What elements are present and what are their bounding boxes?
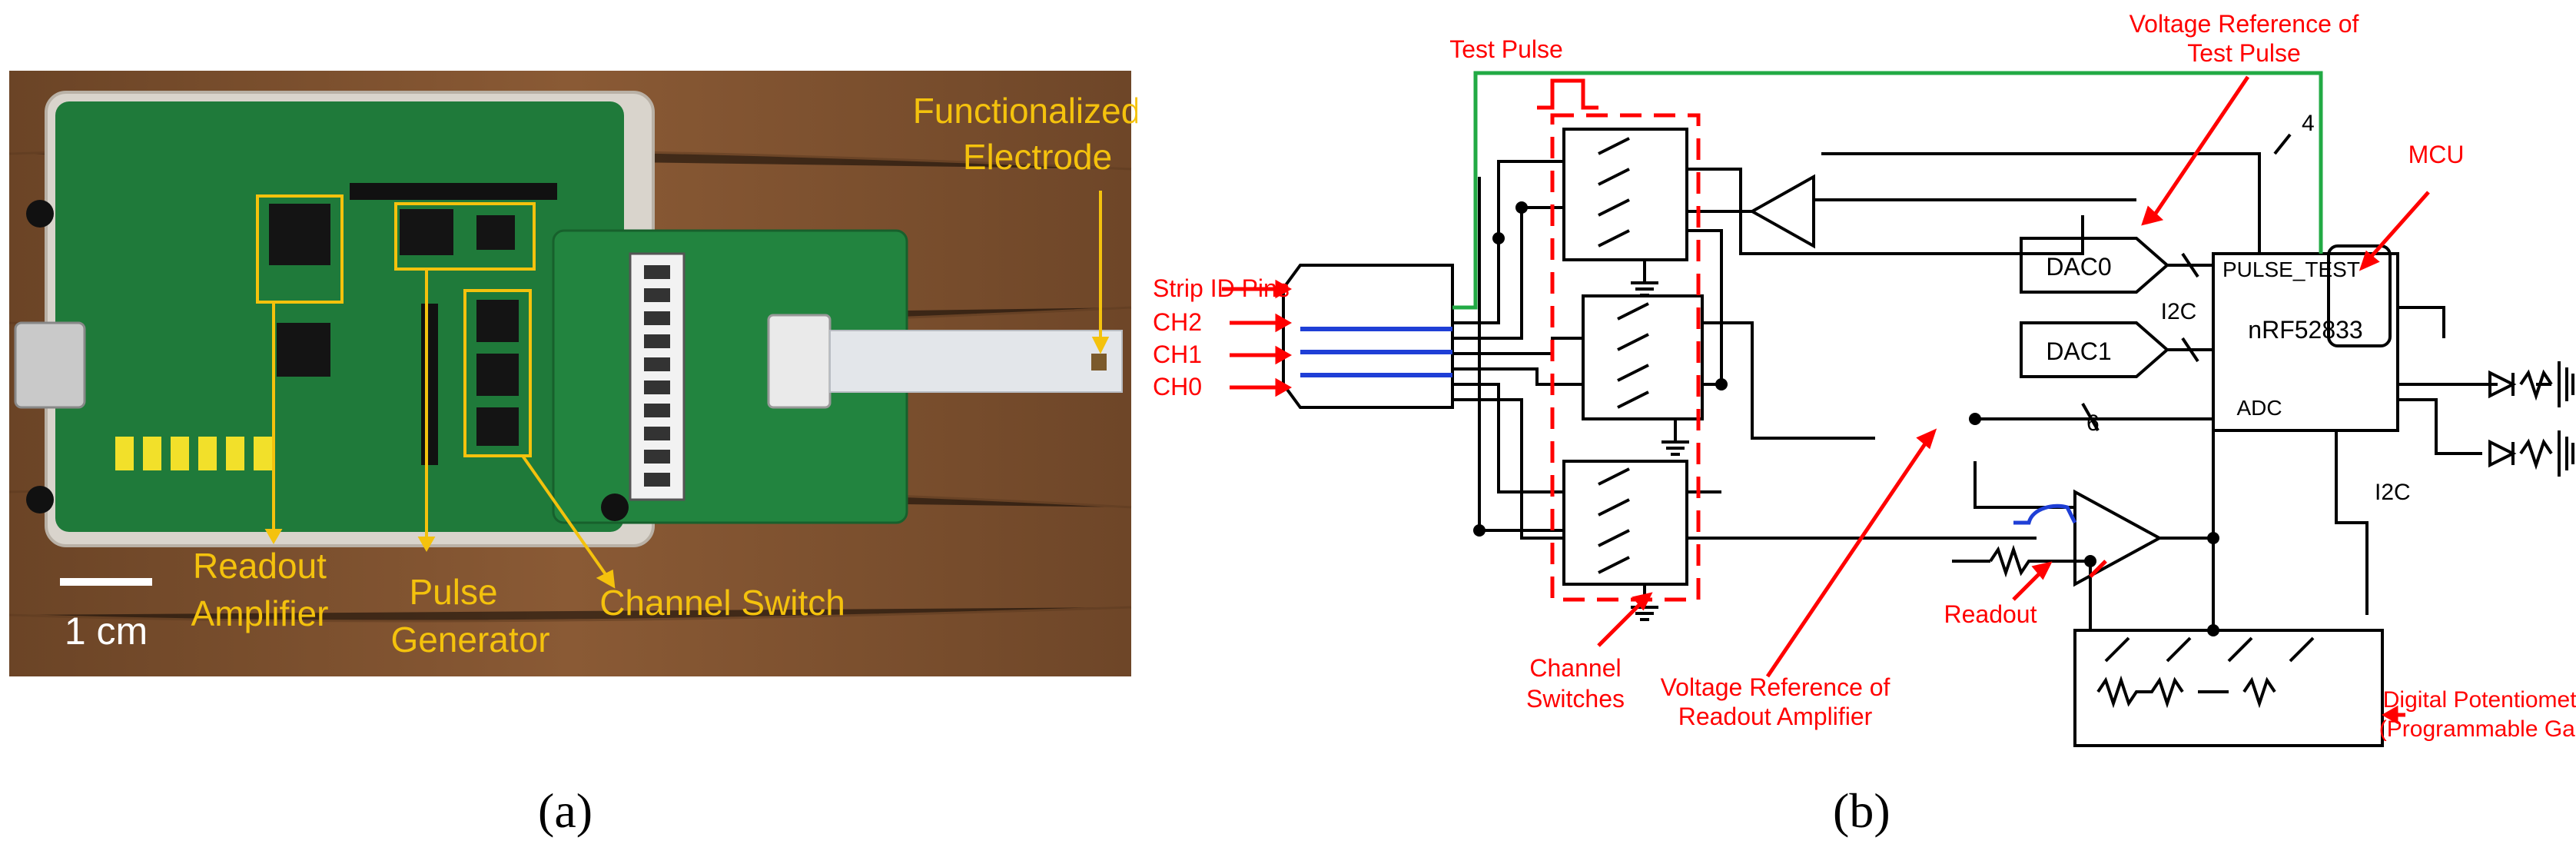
electrode-tip (1091, 354, 1107, 371)
test-strip (829, 330, 1123, 393)
header-mid (421, 304, 438, 465)
panel-a-label: (a) (538, 783, 593, 838)
vref-readout-label-1: Voltage Reference of (1661, 673, 1891, 701)
scale-bar (60, 578, 152, 586)
vref-readout-label-2: Readout Amplifier (1678, 703, 1873, 730)
strip-connector (767, 314, 832, 409)
digital-pot-block (2073, 629, 2384, 747)
pulse-test-label: PULSE_TEST (2222, 258, 2360, 281)
vref-test-pulse-label-2: Test Pulse (2187, 39, 2301, 67)
readout-opamp (2073, 489, 2163, 587)
i2c-pot-label: I2C (2375, 480, 2411, 505)
switch-chip-2 (476, 354, 519, 396)
mcu-block (2212, 252, 2399, 432)
pulse-generator-label-2: Generator (390, 620, 549, 660)
pcb-photo: Functionalized Electrode Readout Amplifi… (8, 71, 1140, 676)
functionalized-electrode-label-2: Electrode (963, 137, 1112, 177)
photo-panel: Functionalized Electrode Readout Amplifi… (0, 0, 1140, 692)
channel-switches-label-2: Switches (1526, 685, 1625, 713)
readout-amp-chip (269, 204, 330, 265)
ch2-label: CH2 (1153, 308, 1202, 336)
channel-switch-label: Channel Switch (599, 583, 845, 623)
main-pcb (55, 101, 624, 532)
panel-b-label: (b) (1833, 783, 1891, 838)
bus-6-label: 6 (2086, 410, 2100, 436)
vref-test-pulse-label-1: Voltage Reference of (2130, 10, 2359, 38)
channel-switch-box (463, 289, 532, 457)
switch-bank-bottom (1562, 460, 1688, 586)
switch-chip-3 (476, 407, 519, 446)
dac1-label: DAC1 (2046, 337, 2111, 365)
pulse-gen-chip (400, 209, 453, 255)
pulse-generator-label-1: Pulse (409, 572, 497, 612)
digital-pot-label-2: (Programmable Gain) (2379, 716, 2576, 742)
ch1-label: CH1 (1153, 341, 1202, 368)
readout-amplifier-label-2: Amplifier (191, 593, 329, 633)
circuit-schematic: Test Pulse Voltage Reference of Test Pul… (1153, 10, 2576, 747)
scale-label: 1 cm (65, 610, 148, 653)
readout-waveform (2013, 503, 2077, 525)
strip-traces (1300, 327, 1452, 377)
strip-id-wire (1452, 71, 2323, 310)
mcu-module-chip (277, 323, 330, 377)
mcu-chip-label: nRF52833 (2248, 316, 2362, 344)
switch-chip-1 (476, 300, 519, 342)
strip-id-pins-label: Strip ID Pins (1153, 274, 1290, 302)
readout-label: Readout (1944, 600, 2037, 628)
yellow-jumpers (115, 437, 272, 470)
ch0-label: CH0 (1153, 373, 1202, 400)
pulse-gen-chip-2 (476, 215, 515, 250)
bus-4-label: 4 (2302, 111, 2315, 136)
pulse-buffer-triangle (1748, 174, 1815, 249)
functionalized-electrode-label-1: Functionalized (913, 91, 1137, 131)
channel-switches-dashed-box (1550, 113, 1701, 602)
test-pulse-waveform (1537, 78, 1598, 110)
switch-bank-top (1562, 128, 1688, 261)
mcu-label: MCU (2408, 141, 2465, 168)
readout-amplifier-label-1: Readout (193, 546, 327, 586)
digital-pot-label-1: Digital Potentiometer (2383, 687, 2576, 713)
strip-connector-block (1282, 264, 1454, 409)
readout-amp-box (256, 194, 344, 304)
header-top (350, 183, 557, 200)
channel-switches-label-1: Channel (1529, 654, 1621, 682)
pulse-gen-box (394, 202, 536, 271)
i2c-dac-label: I2C (2161, 299, 2197, 324)
dac0-block (2020, 237, 2170, 294)
dac0-label: DAC0 (2046, 253, 2111, 281)
switch-bank-mid (1582, 294, 1704, 420)
schematic-panel: Test Pulse Voltage Reference of Test Pul… (1137, 0, 2576, 860)
test-pulse-label: Test Pulse (1449, 35, 1563, 63)
usb-c-connector (14, 321, 86, 409)
dac1-block (2020, 321, 2170, 378)
adc-label: ADC (2236, 396, 2282, 420)
